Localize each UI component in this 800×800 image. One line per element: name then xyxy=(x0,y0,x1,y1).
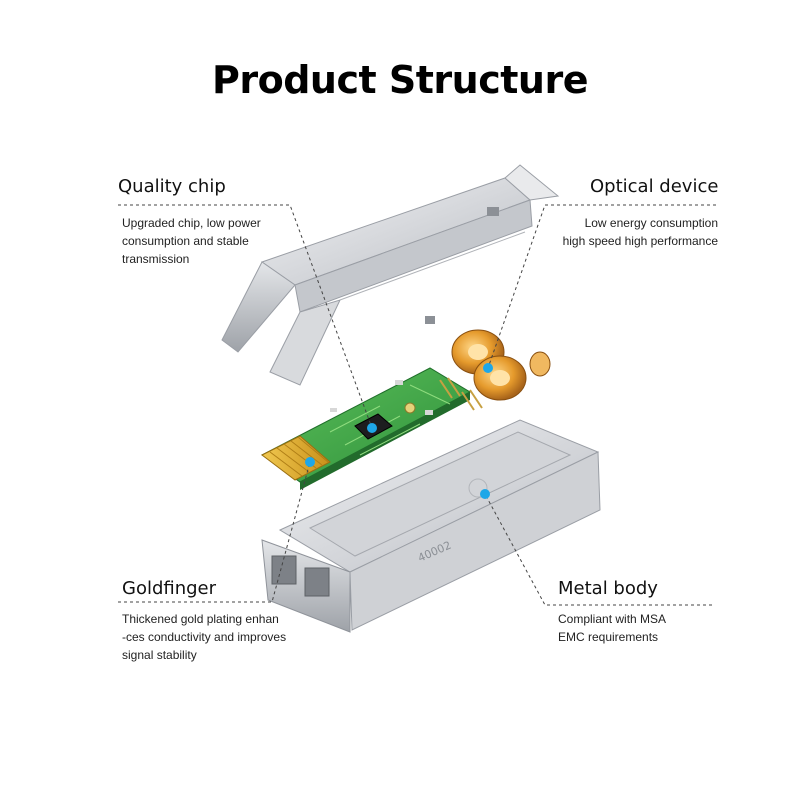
goldfinger-contacts xyxy=(261,435,331,481)
page-title: Product Structure xyxy=(212,58,588,102)
description-line: Upgraded chip, low power xyxy=(122,216,261,230)
goldfinger-label: Goldfinger xyxy=(122,578,217,599)
quality-chip-description: Upgraded chip, low power consumption and… xyxy=(122,214,261,268)
leader-quality-chip xyxy=(118,204,373,429)
description-line: Thickened gold plating enhan xyxy=(122,612,279,626)
description-line: Compliant with MSA xyxy=(558,612,667,626)
description-line: consumption and stable xyxy=(122,234,249,248)
leader-metal-body xyxy=(484,493,712,606)
description-line: high speed high performance xyxy=(562,234,718,248)
description-line: EMC requirements xyxy=(558,630,659,644)
description-line: signal stability xyxy=(122,648,197,662)
metal-cover xyxy=(221,164,560,386)
metal-body-housing: 40002 xyxy=(261,419,601,633)
description-line: transmission xyxy=(122,252,190,266)
marker-metal-body xyxy=(480,489,490,499)
optical-device-description: Low energy consumption high speed high p… xyxy=(563,214,718,250)
leader-optical-device xyxy=(487,204,716,369)
description-line: -ces conductivity and improves xyxy=(122,630,287,644)
marker-goldfinger xyxy=(305,457,315,467)
quality-chip-label: Quality chip xyxy=(118,176,226,197)
description-line: Low energy consumption xyxy=(584,216,718,230)
marker-dots xyxy=(305,363,493,499)
leader-lines xyxy=(118,204,716,606)
metal-body-description: Compliant with MSA EMC requirements xyxy=(558,610,666,646)
marker-quality-chip xyxy=(367,423,377,433)
optical-device-label: Optical device xyxy=(590,176,719,197)
goldfinger-description: Thickened gold plating enhan -ces conduc… xyxy=(122,610,286,664)
marker-optical-device xyxy=(483,363,493,373)
metal-body-label: Metal body xyxy=(558,578,658,599)
